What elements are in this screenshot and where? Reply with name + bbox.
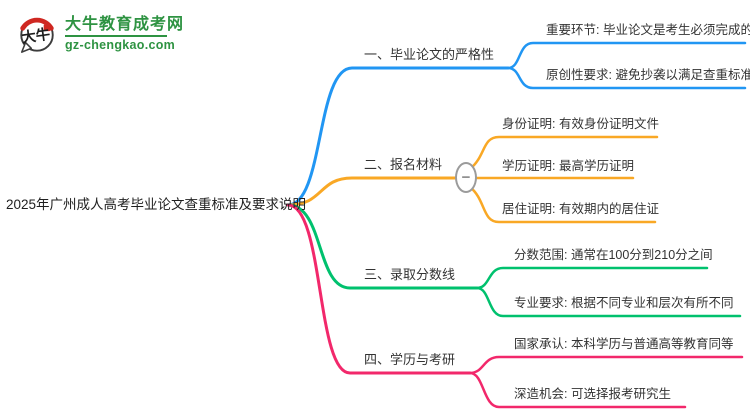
branch-1-child-1-line [506,41,747,70]
branch-4-child-1-line [468,355,744,375]
site-logo[interactable]: 大牛 大牛教育成考网 gz-chengkao.com [16,12,184,56]
minus-icon: − [461,169,471,186]
branch-1-child-2-line [506,66,747,90]
branch-1-line [286,66,510,207]
logo-divider [65,35,167,37]
branch-1-label[interactable]: 一、毕业论文的严格性 [364,47,495,62]
branch-2-label[interactable]: 二、报名材料 [364,157,443,172]
site-domain: gz-chengkao.com [65,38,176,52]
branch-4-line [286,203,472,375]
branch-4-child-1[interactable]: 国家承认: 本科学历与普通高等教育同等 [514,337,734,351]
branch-2-child-2[interactable]: 学历证明: 最高学历证明 [502,159,634,173]
logo-text-block: 大牛教育成考网 gz-chengkao.com [65,16,184,52]
site-logo-icon: 大牛 [20,17,54,53]
branch-3-child-2[interactable]: 专业要求: 根据不同专业和层次有所不同 [514,296,734,310]
branch-3-child-1-line [475,266,709,290]
branch-2-child-3-line [468,185,657,224]
collapse-button[interactable]: − [455,162,477,193]
branch-3-child-1[interactable]: 分数范围: 通常在100分到210分之间 [514,248,713,262]
branch-2-line [286,176,457,207]
central-topic[interactable]: 2025年广州成人高考毕业论文查重标准及要求说明 [6,197,307,212]
branch-2-child-1[interactable]: 身份证明: 有效身份证明文件 [502,117,659,131]
logo-icon-characters: 大牛 [20,25,51,47]
branch-3-line [286,203,479,290]
branch-3-label[interactable]: 三、录取分数线 [364,267,456,282]
branch-2-child-1-line [468,135,659,171]
site-name: 大牛教育成考网 [65,16,185,33]
branch-1-child-1[interactable]: 重要环节: 毕业论文是考生必须完成的 [546,23,750,37]
branch-4-child-2-line [468,371,687,409]
branch-3-child-2-line [475,286,742,318]
branch-1-child-2[interactable]: 原创性要求: 避免抄袭以满足查重标准 [546,68,750,82]
branch-4-child-2[interactable]: 深造机会: 可选择报考研究生 [514,387,671,401]
branch-2-child-3[interactable]: 居住证明: 有效期内的居住证 [502,202,659,216]
branch-4-label[interactable]: 四、学历与考研 [364,352,456,367]
